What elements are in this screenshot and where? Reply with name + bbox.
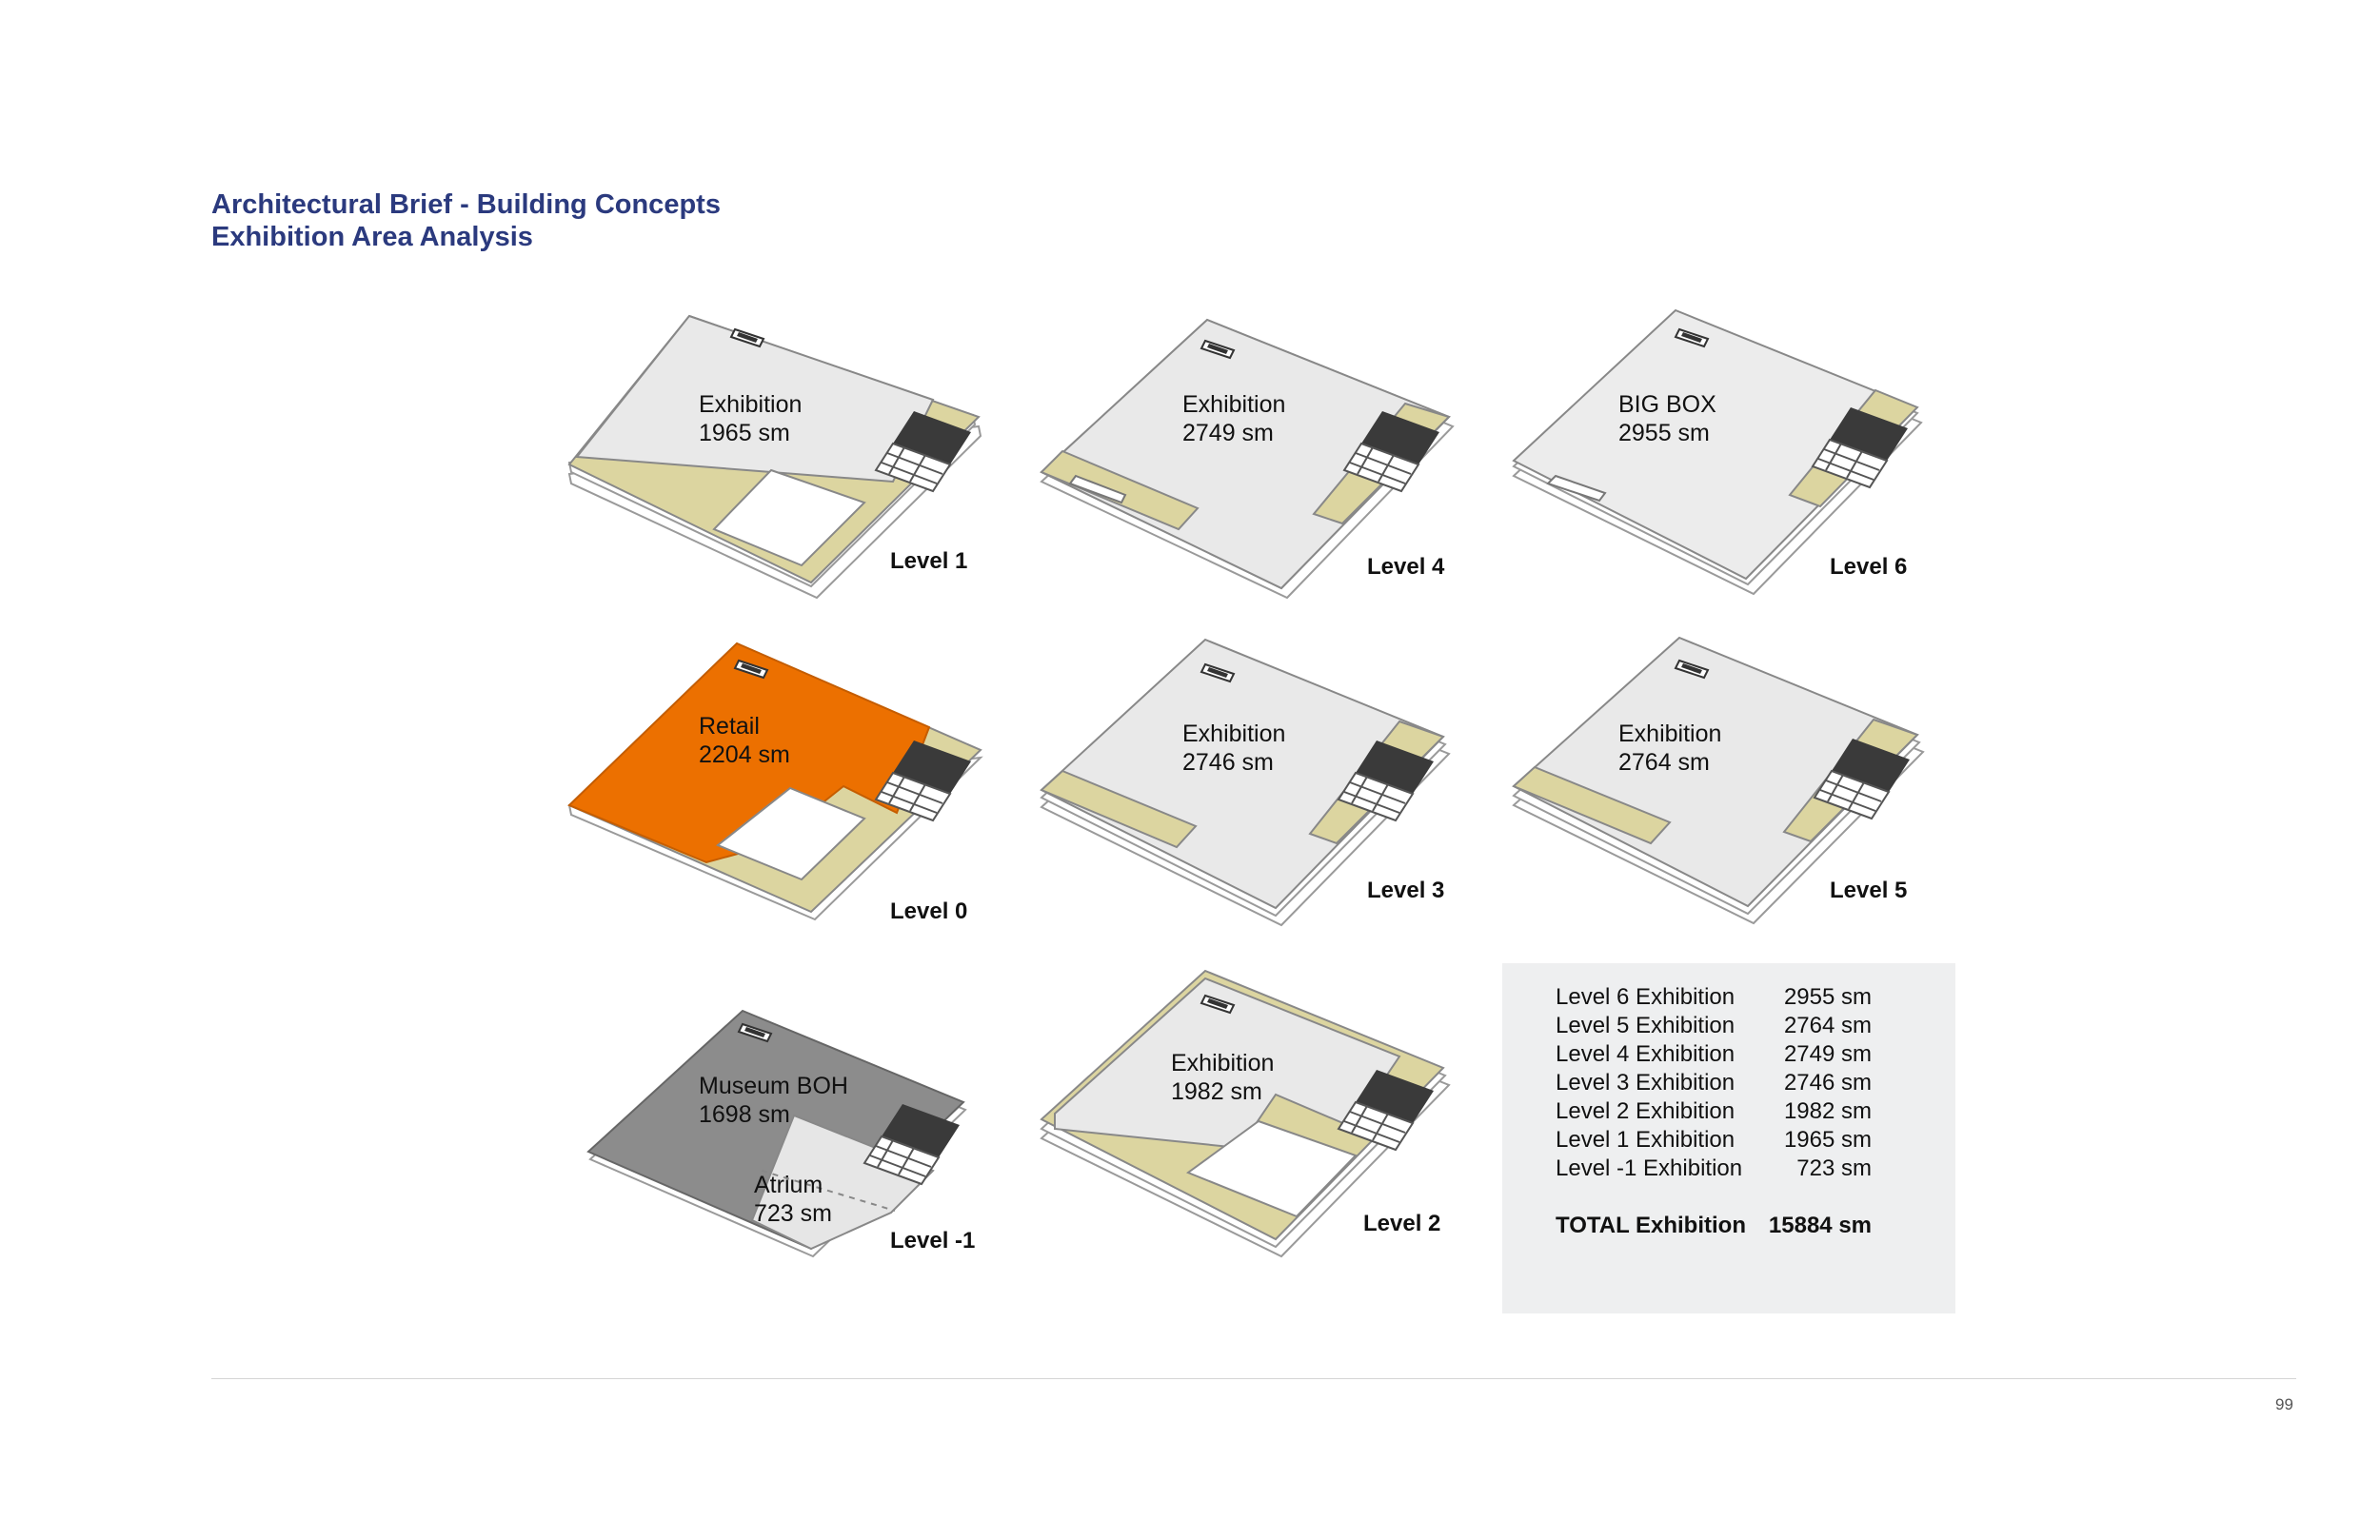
page-number: 99 [2275,1395,2293,1413]
plan-level-6 [1512,308,1923,596]
plan-level-minus-1 [586,1009,967,1258]
plan-level-1 [567,314,982,600]
plan-level-3 [1040,638,1451,927]
plan-l3-level: Level 3 [1367,878,1445,903]
plan-lm1-label: Museum BOH 1698 sm [699,1073,848,1128]
plan-l3-label: Exhibition 2746 sm [1182,721,1286,776]
plan-level-5 [1512,636,1925,925]
plan-l6-label: BIG BOX 2955 sm [1618,391,1716,446]
plan-l1-label: Exhibition 1965 sm [699,391,803,446]
title-line-1: Architectural Brief - Building Concepts [211,189,721,220]
plan-l4-label: Exhibition 2749 sm [1182,391,1286,446]
plan-l4-level: Level 4 [1367,554,1445,580]
plan-level-4 [1040,318,1455,600]
title-line-2: Exhibition Area Analysis [211,222,533,252]
plan-l5-label: Exhibition 2764 sm [1618,721,1722,776]
plan-level-0 [567,642,983,921]
plan-l0-label: Retail 2204 sm [699,713,790,768]
plan-lm1-level: Level -1 [890,1228,976,1254]
plan-l2-label: Exhibition 1982 sm [1171,1050,1275,1105]
plan-l1-level: Level 1 [890,548,968,574]
plan-lm1-atrium-label: Atrium 723 sm [754,1172,832,1227]
plan-l2-level: Level 2 [1363,1211,1441,1236]
plan-level-2 [1040,969,1451,1258]
plan-l0-level: Level 0 [890,898,968,924]
footer-divider [211,1378,2296,1379]
page-title: Architectural Brief - Building Concepts … [211,188,721,253]
plan-l5-level: Level 5 [1830,878,1908,903]
plan-l6-level: Level 6 [1830,554,1908,580]
